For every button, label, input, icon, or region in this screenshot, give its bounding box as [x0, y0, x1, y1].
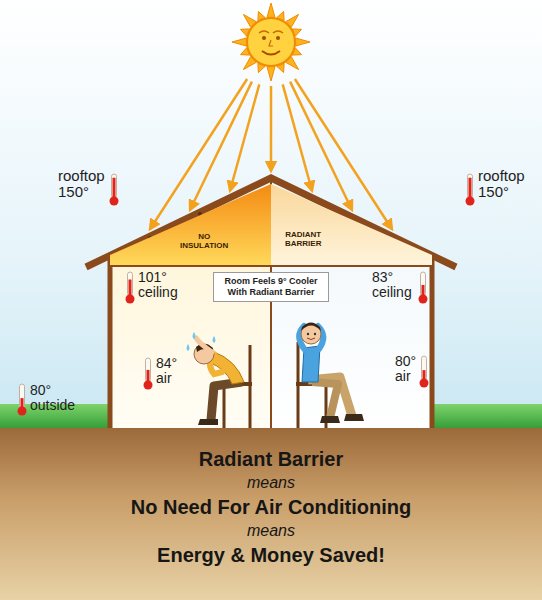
rooftop-temperature: rooftop 150°	[58, 168, 105, 200]
thermometers	[18, 174, 475, 416]
sun-ray-arrow	[230, 84, 259, 190]
slogan-line: No Need For Air Conditioning	[131, 494, 411, 520]
attic-label: NO INSULATION	[180, 232, 228, 250]
ceiling-temperature: 101° ceiling	[138, 270, 178, 299]
sky	[0, 0, 542, 430]
comparison-text: Room Feels 9° Cooler With Radiant Barrie…	[219, 276, 323, 298]
thermometer-part	[419, 295, 428, 304]
hot-person-part	[249, 345, 252, 428]
relaxed-person-part	[301, 323, 321, 332]
attic-fill	[271, 184, 432, 265]
attic-label: RADIANT BARRIER	[285, 230, 321, 248]
thermometer-part	[18, 407, 27, 416]
connective-word: means	[247, 520, 295, 542]
ceiling-temperature: 83° ceiling	[372, 270, 412, 299]
relaxed-person-part	[307, 333, 309, 335]
hot-person	[187, 332, 253, 428]
sun-ray	[267, 67, 275, 81]
relaxed-person-part	[307, 338, 315, 340]
thermometer	[420, 356, 429, 388]
relaxed-person-part	[312, 382, 338, 418]
thermometer	[144, 358, 153, 390]
hot-person-part	[213, 336, 216, 343]
sun-brow	[259, 31, 283, 33]
thermometer-part	[420, 379, 429, 388]
rooftop-temperature: rooftop 150°	[478, 168, 525, 200]
sun-disc	[247, 18, 295, 66]
uninsulated-attic: NO INSULATION	[110, 184, 271, 265]
wall	[108, 256, 113, 430]
air-temperature: 84° air	[156, 356, 177, 385]
outside-temperature: 80° outside	[30, 383, 75, 412]
relaxed-person-part	[320, 416, 340, 423]
thermometer	[126, 272, 135, 304]
sun-eye	[262, 36, 266, 40]
attic-fill	[110, 184, 271, 265]
air-temperature: 80° air	[395, 354, 416, 383]
sun-ray	[267, 3, 275, 17]
sun-nose	[269, 40, 273, 46]
attic-shape	[110, 184, 271, 265]
relaxed-person	[296, 323, 364, 429]
radiant-barrier-attic: RADIANT BARRIER	[271, 184, 432, 265]
relaxed-person-part	[344, 414, 364, 421]
slogan-line: Energy & Money Saved!	[157, 542, 385, 568]
sun-ray	[232, 38, 246, 46]
hot-person-part	[187, 344, 190, 351]
hot-person-part	[223, 386, 226, 428]
hot-person-part	[193, 332, 196, 339]
relaxed-person-part	[314, 333, 316, 335]
sun-smile	[262, 51, 280, 55]
thermometer-part	[144, 381, 153, 390]
sun-rays	[232, 3, 310, 81]
ground-band: Radiant BarriermeansNo Need For Air Cond…	[0, 428, 542, 600]
roof	[86, 178, 456, 267]
hot-person-part	[211, 382, 242, 420]
attic-shape	[271, 184, 432, 265]
hot-person-part	[198, 419, 218, 425]
sun-ray-arrow	[270, 86, 273, 171]
thermometer	[419, 272, 428, 304]
hot-person-part	[196, 338, 212, 352]
thermometer	[110, 174, 119, 206]
thermometer	[466, 174, 475, 206]
sun-eye	[276, 36, 280, 40]
sun-ray	[296, 38, 310, 46]
wall	[430, 256, 435, 430]
thermometer-part	[466, 197, 475, 206]
connective-word: means	[247, 472, 295, 494]
comparison-box: Room Feels 9° Cooler With Radiant Barrie…	[213, 272, 329, 302]
slogan-line: Radiant Barrier	[199, 446, 344, 472]
thermometer-part	[126, 295, 135, 304]
thermometer	[18, 384, 27, 416]
sun	[232, 3, 310, 81]
thermometer-part	[110, 197, 119, 206]
